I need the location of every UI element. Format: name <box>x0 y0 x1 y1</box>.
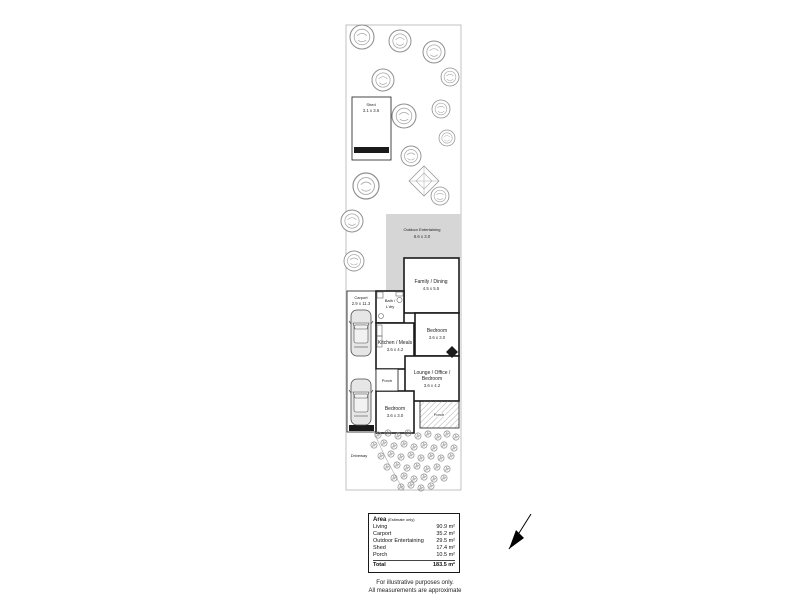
bedroom-lower-label: Bedroom <box>385 406 405 412</box>
bath-label-2: L'dry <box>386 304 395 309</box>
legend-row-value: 90.9 m² <box>436 524 455 530</box>
tree-icon <box>430 186 450 206</box>
shed-door-band <box>354 147 389 153</box>
tree-icon <box>388 29 412 53</box>
lounge-label-1: Lounge / Office / <box>414 370 451 376</box>
outdoor-entertaining: Outdoor Entertaining 8.6 x 3.0 <box>386 214 461 291</box>
toilet-cistern <box>395 291 404 297</box>
legend-row-value: 17.4 m² <box>436 545 455 551</box>
tree-icon <box>422 40 446 64</box>
room-labels: Family / Dining 4.5 x 5.5 Bath / L'dry K… <box>378 279 451 418</box>
driveway-label: Driveway <box>351 453 367 458</box>
carport-label: Carport <box>354 295 368 300</box>
disclaimer: For illustrative purposes only. All meas… <box>345 579 485 595</box>
legend-row-value: 29.5 m² <box>436 538 455 544</box>
kitchen-dims: 3.6 x 4.2 <box>387 347 404 352</box>
legend-row-value: 35.2 m² <box>436 531 455 537</box>
tree-icon <box>391 103 417 129</box>
bedroom-upper-dims: 3.6 x 3.0 <box>429 335 446 340</box>
porch-front <box>419 400 460 429</box>
legend-row-label: Porch <box>373 552 388 558</box>
room-bedroom-lower <box>375 390 415 434</box>
carport: Carport 2.9 x 11.3 <box>346 290 377 433</box>
legend-row-label: Shed <box>373 545 386 551</box>
bedroom-upper-label: Bedroom <box>427 328 447 334</box>
tree-icon <box>440 67 460 87</box>
lounge-label-2: Bedroom <box>422 376 442 382</box>
garden-feature-icon <box>408 165 440 197</box>
porch-side-label: Porch <box>382 378 392 383</box>
area-legend: Area (Estimate only) Living 90.9 m² Carp… <box>368 513 460 573</box>
legend-total-row: Total 183.5 m² <box>373 560 455 569</box>
bath-label-1: Bath / <box>385 298 396 303</box>
tree-icon <box>400 145 422 167</box>
tree-icon <box>352 172 380 200</box>
legend-row: Porch 10.5 m² <box>373 552 455 559</box>
shed-label: Shed <box>366 102 375 107</box>
tree-icon <box>371 68 395 92</box>
outdoor-label: Outdoor Entertaining <box>404 227 441 232</box>
family-dims: 4.5 x 5.5 <box>423 286 440 291</box>
car-icon <box>348 378 374 426</box>
lounge-dims: 3.6 x 4.2 <box>424 383 441 388</box>
shed-dims: 3.1 x 3.6 <box>363 108 380 113</box>
house <box>375 257 460 434</box>
tree-icon <box>340 209 364 233</box>
disclaimer-line-1: For illustrative purposes only. <box>376 580 454 586</box>
legend-row: Shed 17.4 m² <box>373 545 455 552</box>
carport-dims: 2.9 x 11.3 <box>352 301 371 306</box>
legend-row-label: Living <box>373 524 388 530</box>
tree-icon <box>438 129 456 147</box>
legend-row-value: 10.5 m² <box>436 552 455 558</box>
kitchen-sink <box>376 335 383 348</box>
tree-icon <box>431 99 451 119</box>
bedroom-lower-dims: 3.6 x 3.0 <box>387 413 404 418</box>
disclaimer-line-2: All measurements are approximate <box>368 588 462 594</box>
tree-icon <box>343 250 365 272</box>
legend-row-label: Carport <box>373 531 392 537</box>
shed: Shed 3.1 x 3.6 <box>351 96 392 161</box>
porch-side <box>375 368 399 392</box>
tree-icon <box>349 24 375 50</box>
legend-row: Living 90.9 m² <box>373 524 455 531</box>
car-icon <box>348 309 374 357</box>
toilet-bowl <box>396 297 403 303</box>
fireplace-feature <box>446 346 458 358</box>
outdoor-dims: 8.6 x 3.0 <box>414 234 431 239</box>
legend-row: Carport 35.2 m² <box>373 531 455 538</box>
family-label: Family / Dining <box>414 279 447 285</box>
legend-total-value: 183.5 m² <box>432 562 455 568</box>
legend-title: Area <box>373 517 387 523</box>
room-kitchen-meals <box>375 322 415 370</box>
kitchen-label: Kitchen / Meals <box>378 340 413 346</box>
basin <box>378 313 384 319</box>
carport-roller-band <box>349 425 374 431</box>
north-arrow-icon <box>508 513 532 550</box>
legend-header: Area (Estimate only) <box>373 516 455 524</box>
laundry-fixture <box>376 291 384 299</box>
legend-subtitle: (Estimate only) <box>387 517 415 522</box>
front-garden: Driveway <box>351 429 460 492</box>
legend-total-label: Total <box>373 562 386 568</box>
porch-front-label: Porch <box>434 412 444 417</box>
legend-row-label: Outdoor Entertaining <box>373 538 424 544</box>
legend-row: Outdoor Entertaining 29.5 m² <box>373 538 455 545</box>
